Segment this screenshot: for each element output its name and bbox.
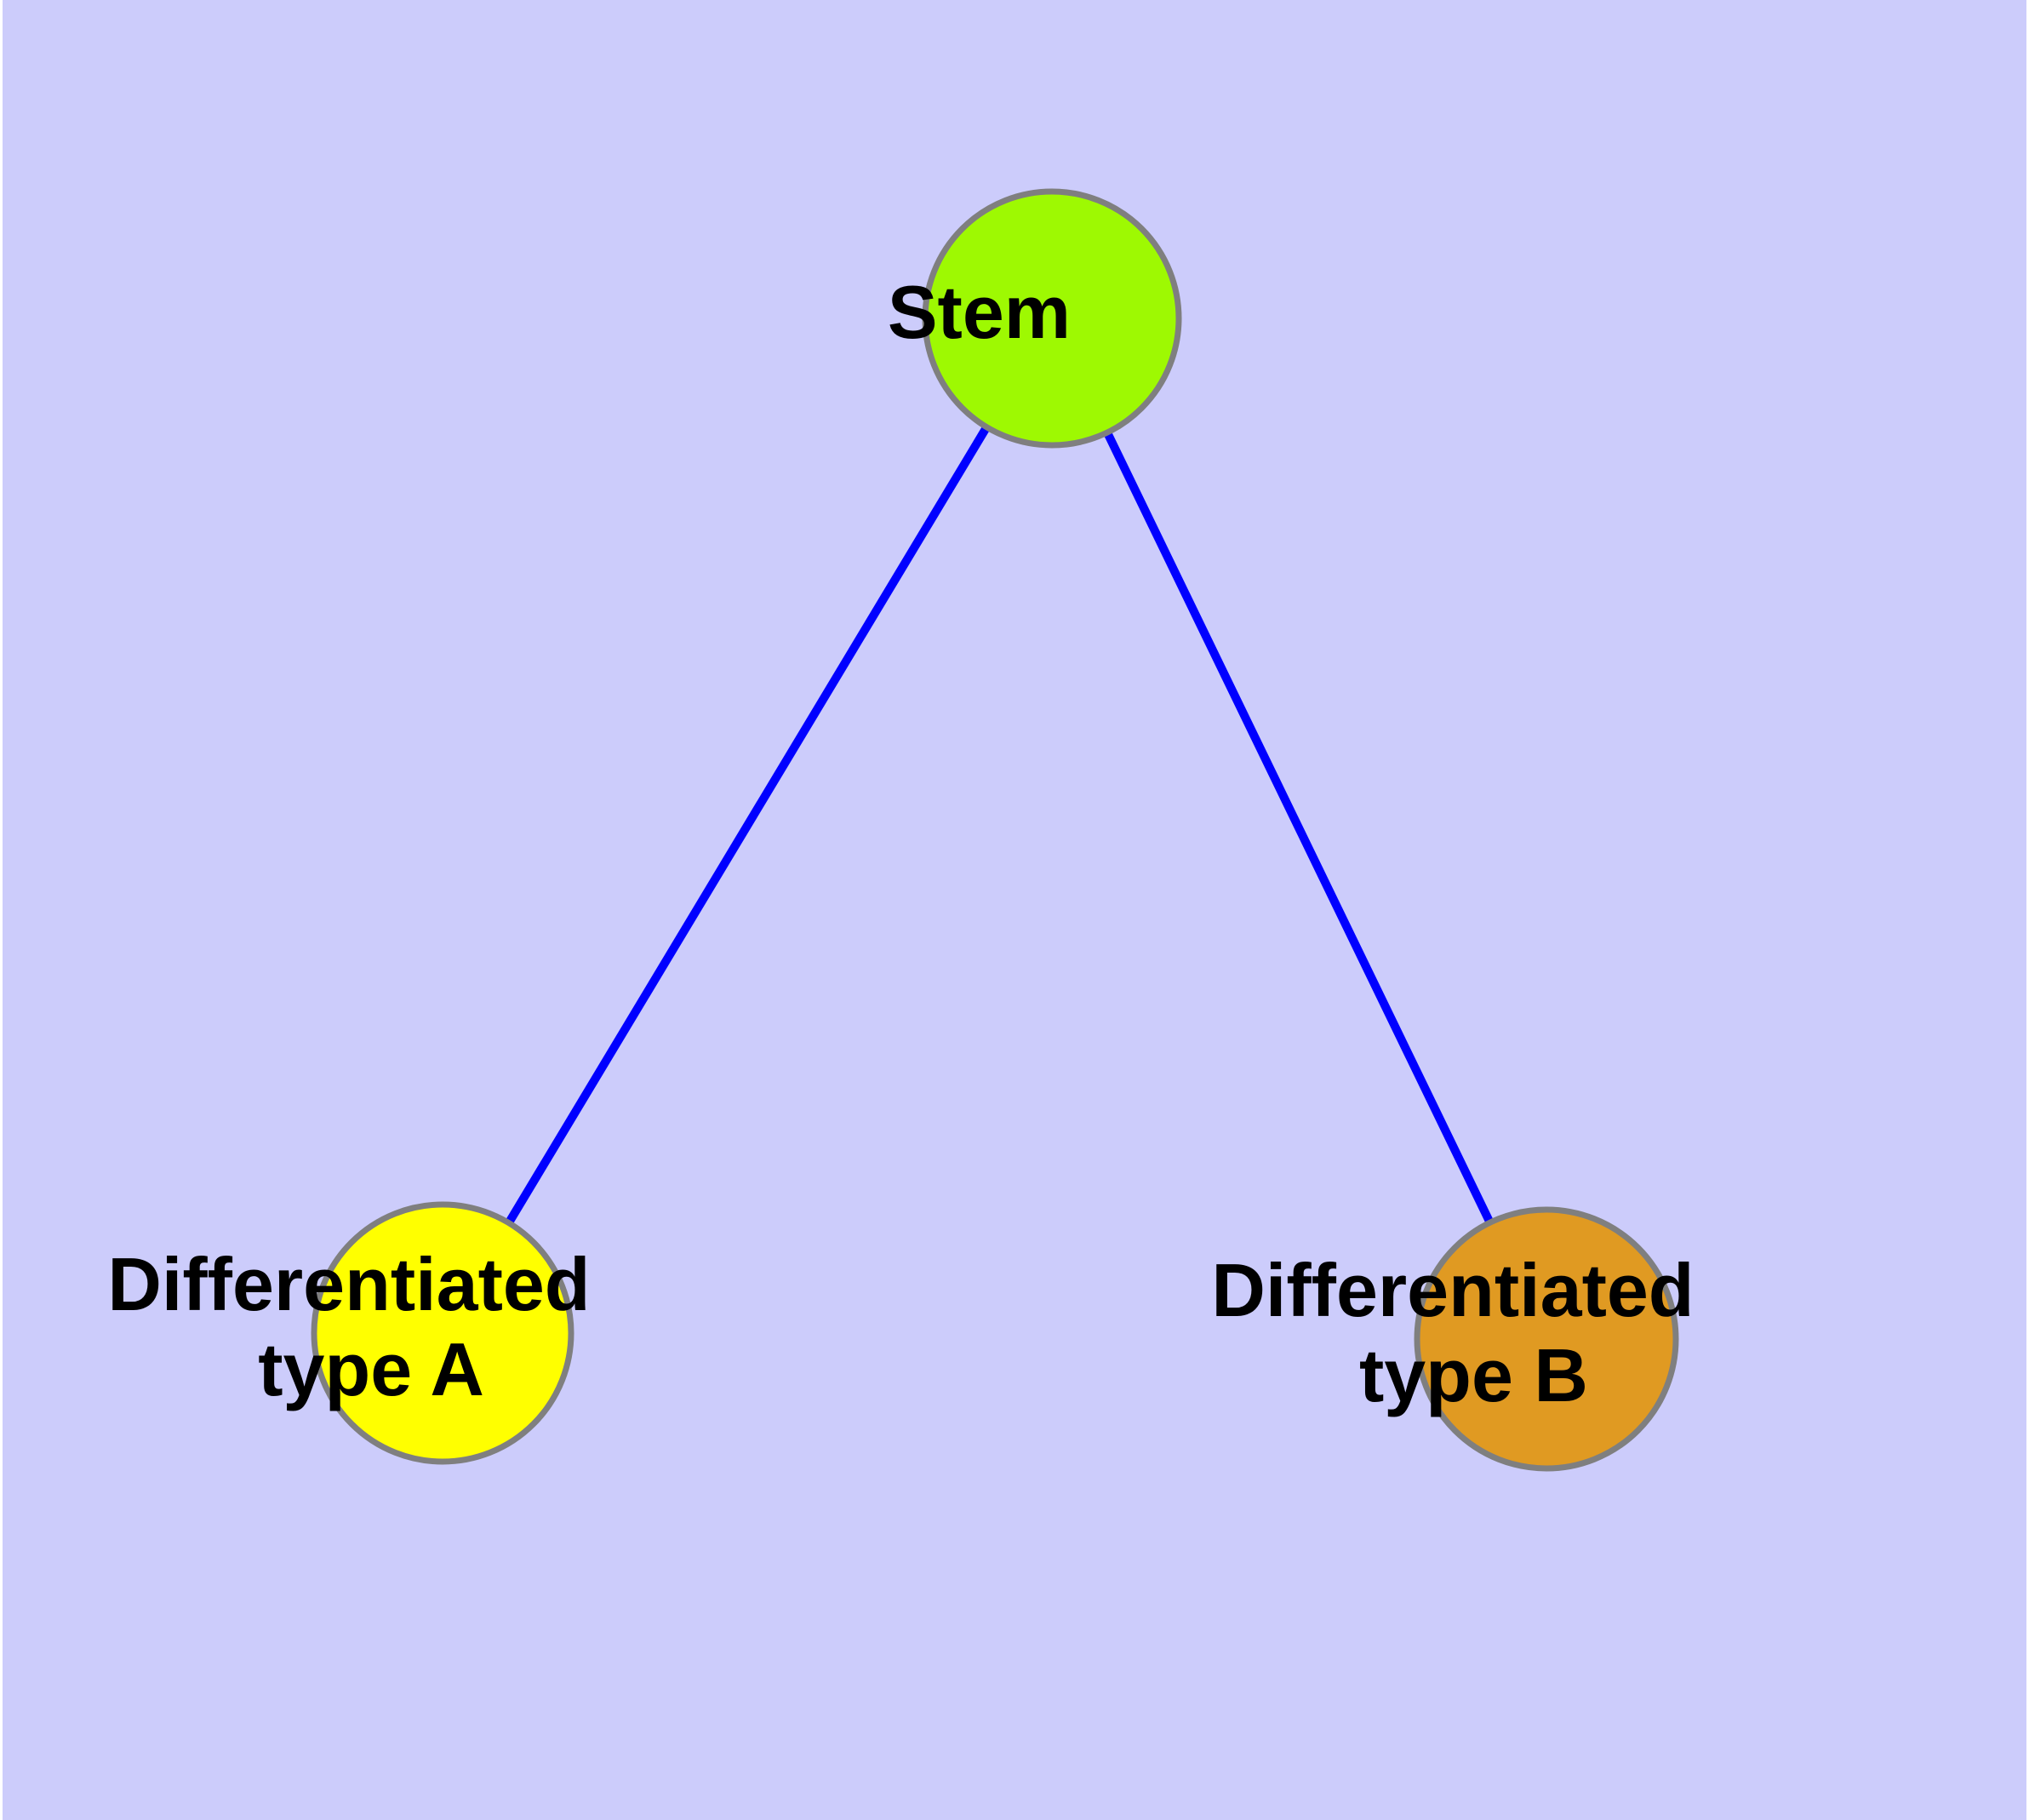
node-circle-differentiated-type-b[interactable] xyxy=(1414,1206,1679,1472)
node-label-differentiated-type-b-line-1: Differentiated xyxy=(1211,1248,1694,1332)
node-label-stem-line-1: Stem xyxy=(888,270,1071,354)
node-layer xyxy=(311,188,1679,1472)
node-label-differentiated-type-a-line-2: type A xyxy=(258,1327,483,1411)
node-label-differentiated-type-a-line-1: Differentiated xyxy=(107,1242,590,1326)
edge-stem-to-differentiated-type-a[interactable] xyxy=(438,316,1056,1336)
node-circle-stem[interactable] xyxy=(922,188,1182,449)
node-label-differentiated-type-b-line-2: type B xyxy=(1359,1333,1588,1417)
edge-layer xyxy=(438,316,1551,1342)
node-label-stem: Stem xyxy=(888,270,1216,354)
edge-stem-to-differentiated-type-b[interactable] xyxy=(1048,316,1551,1342)
node-circle-differentiated-type-a[interactable] xyxy=(311,1201,574,1465)
node-label-differentiated-type-b: Differentiated type B xyxy=(1211,1248,1881,1417)
label-layer: Stem Differentiated type A Differentiate… xyxy=(107,270,1881,1417)
node-label-differentiated-type-a: Differentiated type A xyxy=(107,1242,777,1411)
